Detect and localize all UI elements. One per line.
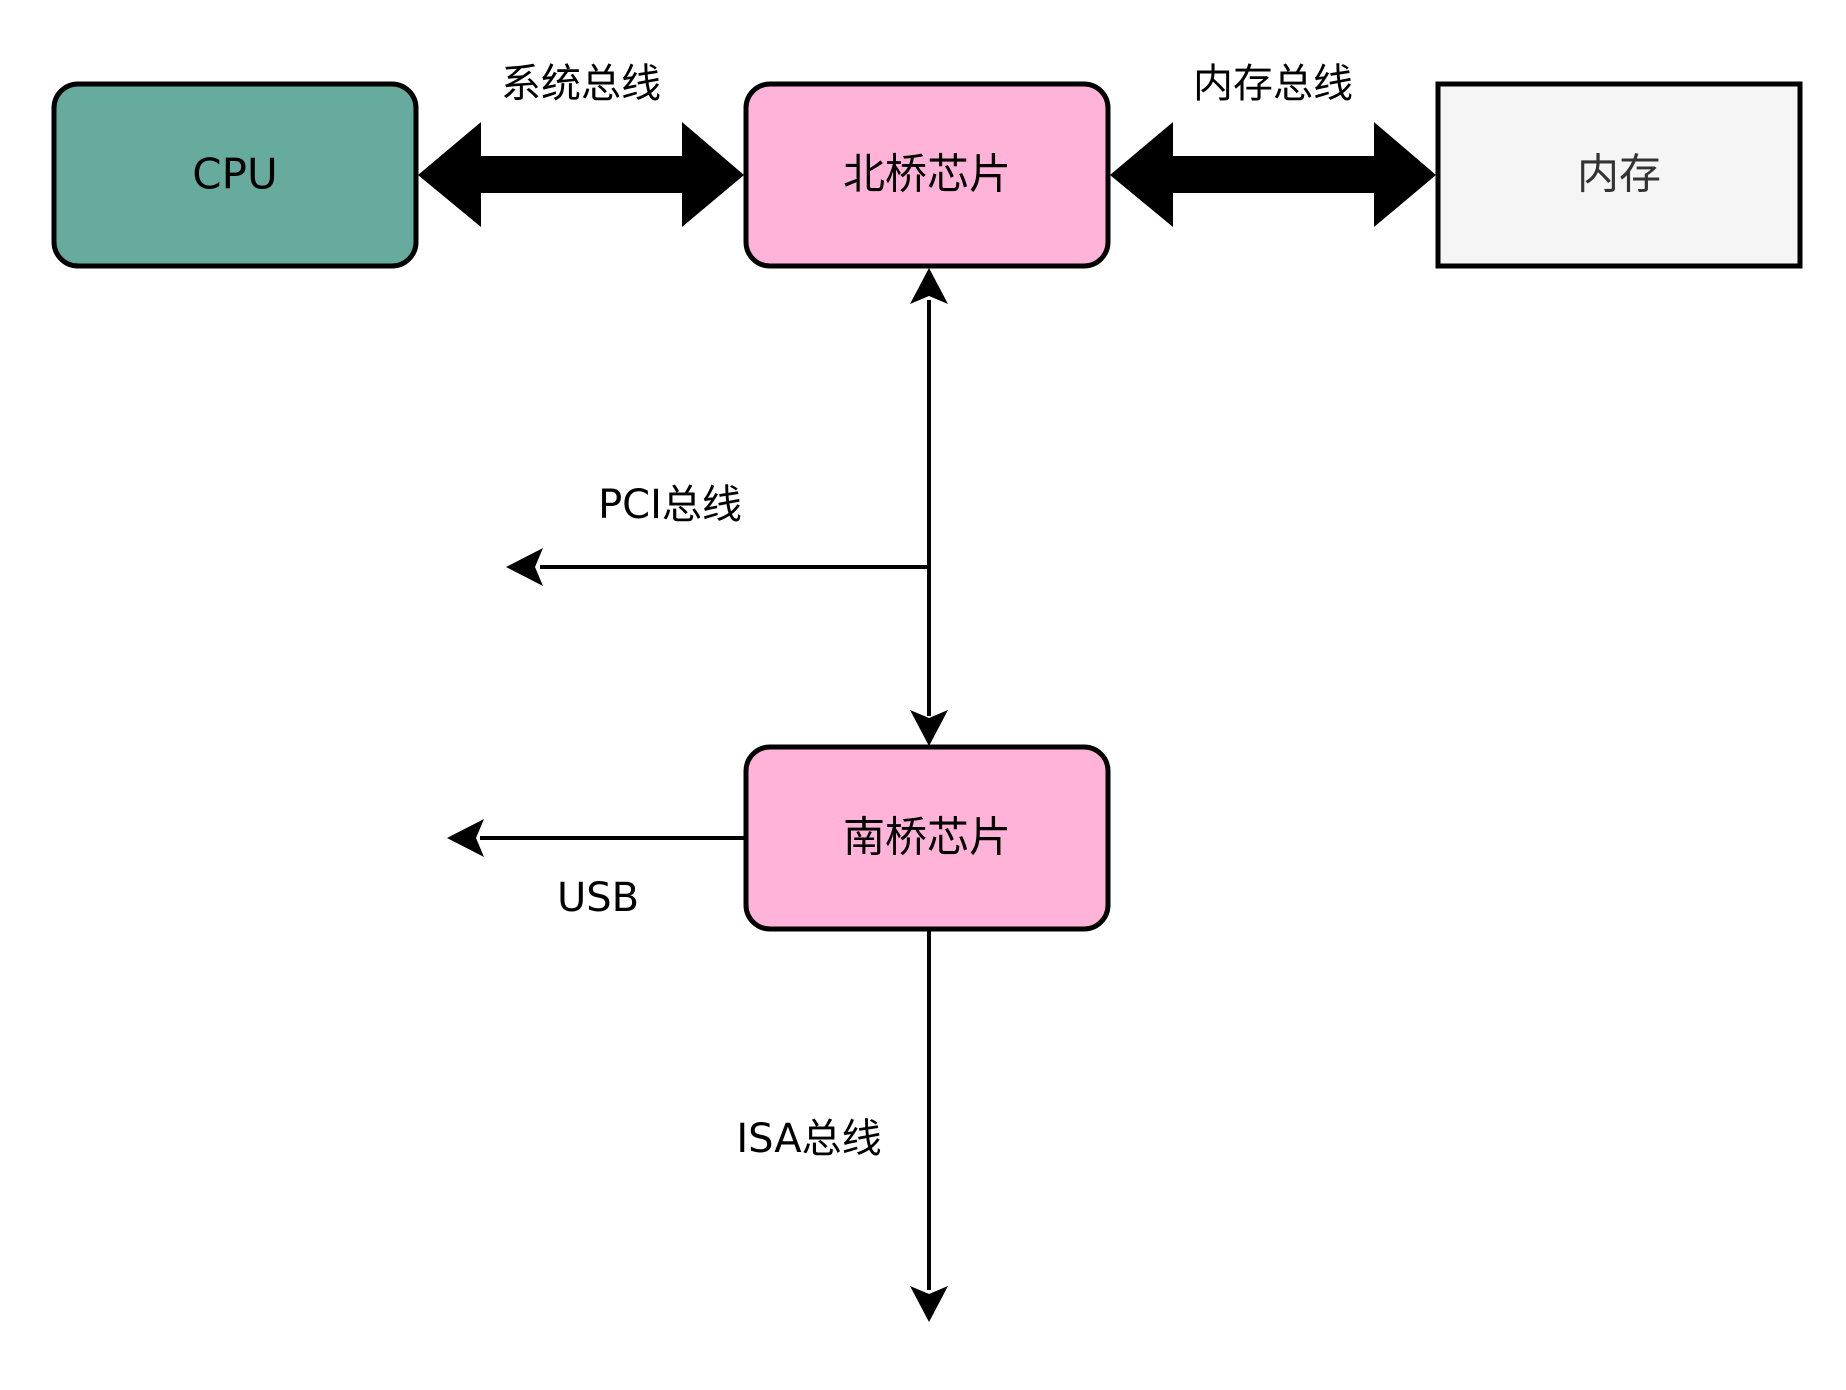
- edge-pci-bus[interactable]: PCI总线: [506, 482, 929, 586]
- cpu-label: CPU: [192, 150, 277, 199]
- node-southbridge[interactable]: 南桥芯片: [743, 744, 1111, 932]
- edge-usb[interactable]: USB: [447, 819, 746, 921]
- usb-label: USB: [557, 875, 639, 921]
- edge-memory-bus[interactable]: 内存总线: [1110, 61, 1436, 227]
- memory-box: [1435, 81, 1803, 269]
- memory-bus-label: 内存总线: [1193, 61, 1353, 107]
- pci-bus-label: PCI总线: [598, 482, 742, 528]
- usb-arrow-icon: [447, 819, 484, 857]
- edge-system-bus[interactable]: 系统总线: [418, 61, 744, 227]
- southbridge-label: 南桥芯片: [843, 813, 1011, 862]
- memory-bus-arrow: [1110, 122, 1436, 227]
- north-south-arrow-down-icon: [910, 710, 948, 746]
- system-bus-label: 系统总线: [501, 61, 661, 107]
- edge-isa-bus[interactable]: ISA总线: [736, 931, 948, 1322]
- memory-label: 内存: [1577, 150, 1661, 199]
- northbridge-box: [743, 81, 1111, 269]
- edge-north-south-link[interactable]: [910, 268, 948, 746]
- isa-bus-arrow-icon: [910, 1286, 948, 1322]
- system-bus-arrow: [418, 122, 744, 227]
- node-cpu[interactable]: CPU: [51, 81, 419, 269]
- isa-bus-label: ISA总线: [736, 1116, 881, 1162]
- north-south-arrow-up-icon: [910, 268, 948, 304]
- node-memory[interactable]: 内存: [1435, 81, 1803, 269]
- pci-bus-arrow-icon: [506, 548, 543, 586]
- cpu-box: [51, 81, 419, 269]
- node-northbridge[interactable]: 北桥芯片: [743, 81, 1111, 269]
- northbridge-label: 北桥芯片: [843, 150, 1011, 199]
